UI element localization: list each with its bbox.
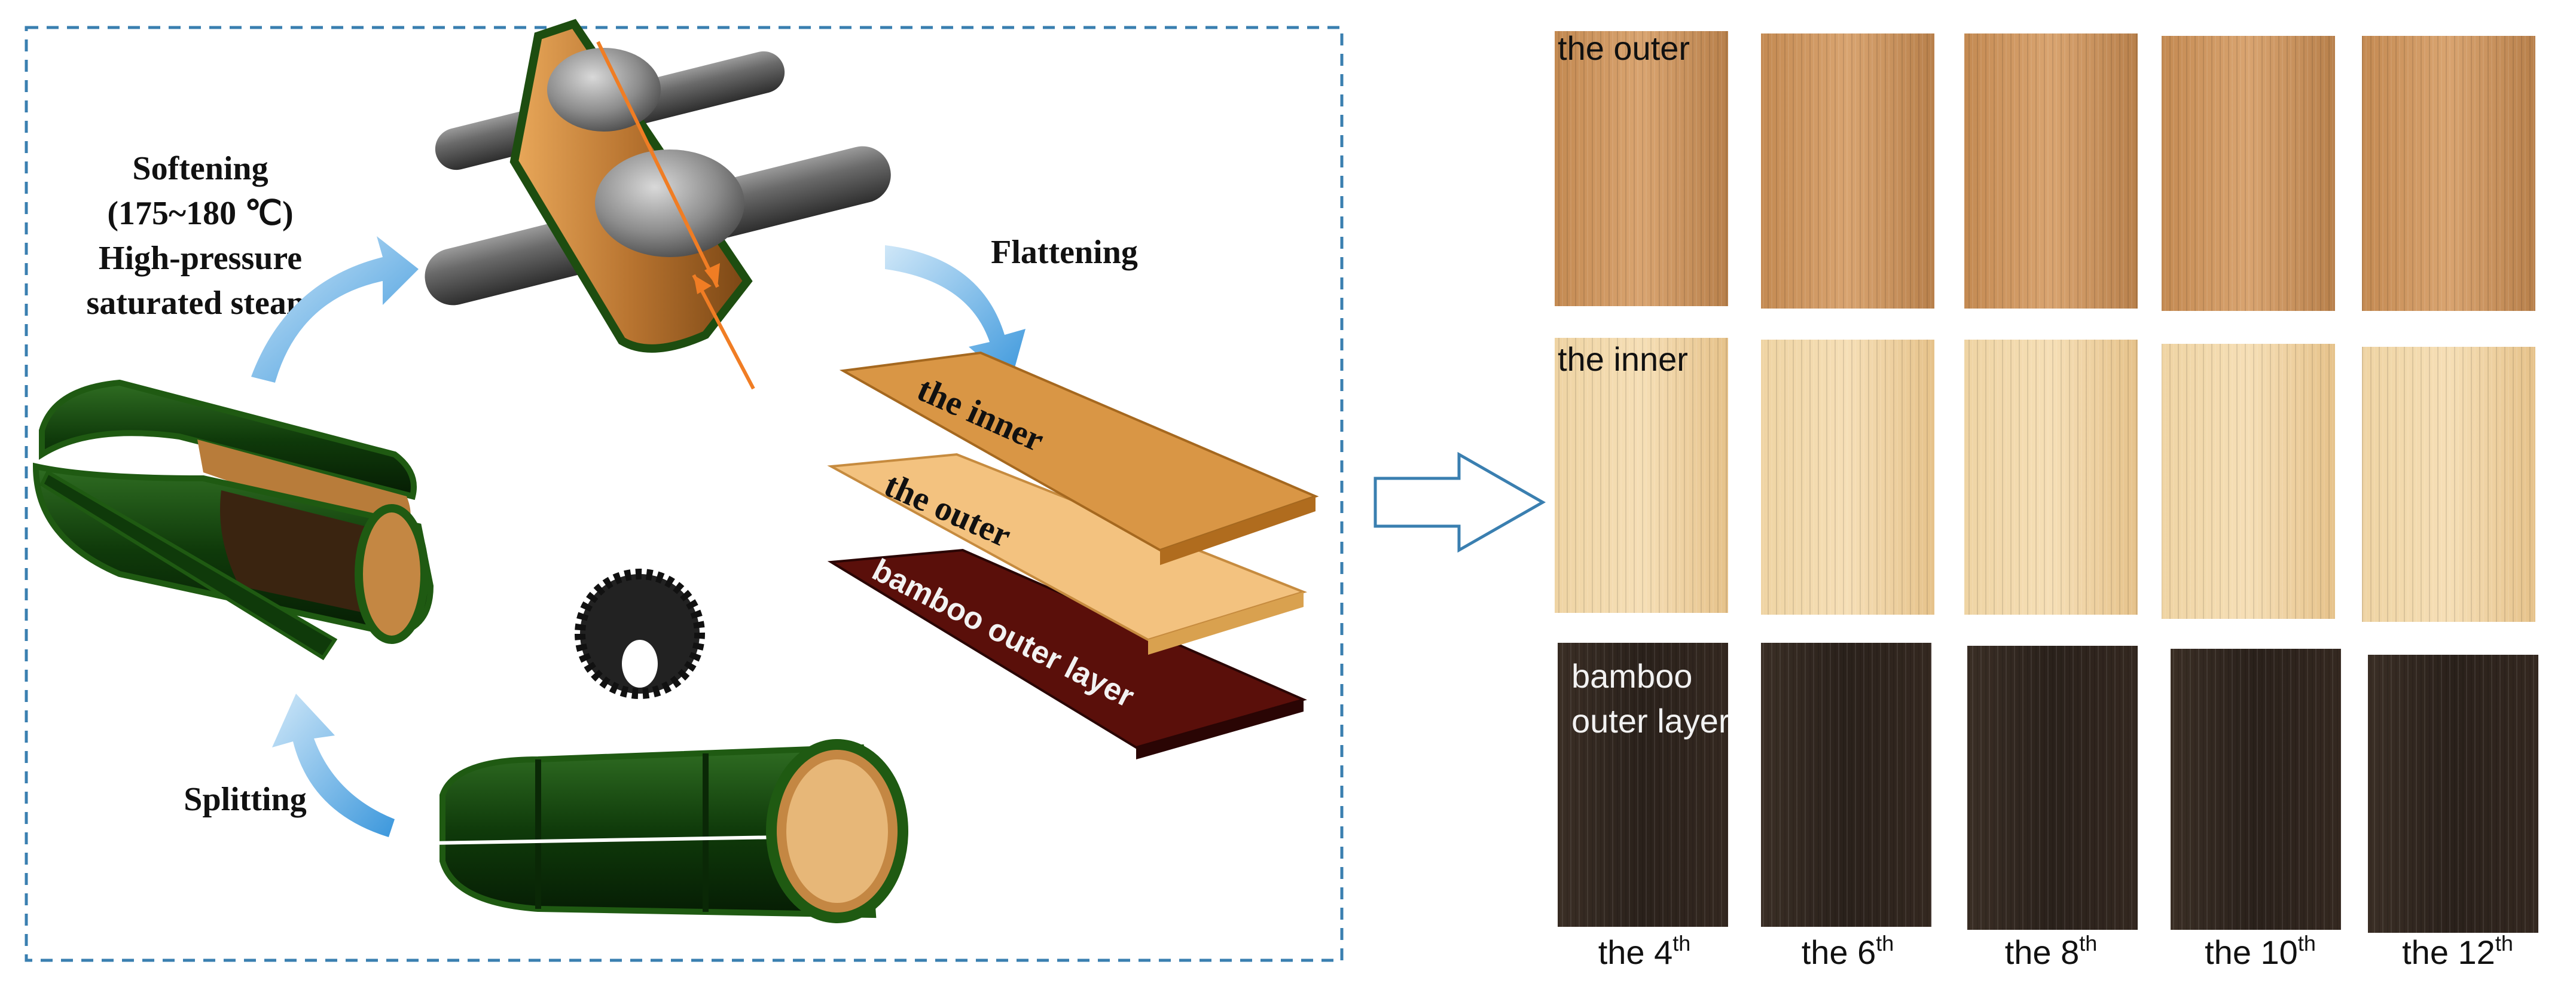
column-label-4th-number: the 4 [1598, 933, 1673, 971]
sample-inner-10th-grain [2162, 344, 2335, 619]
bamboo-tube-cutting [430, 569, 908, 923]
column-label-6th-number: the 6 [1802, 933, 1876, 971]
column-label-10th-number: the 10 [2205, 933, 2298, 971]
bamboo-tube-hollow [786, 759, 888, 903]
saw-blade-icon [575, 569, 706, 699]
column-label-4th: the 4th [1598, 931, 1691, 971]
row-label-inner: the inner [1558, 340, 1688, 378]
flattening-arrow-icon [885, 245, 1025, 383]
motion-arrow-down [596, 41, 719, 288]
sample-bamboo-4th-grain [1558, 643, 1728, 927]
sample-outer-10th-grain [2162, 36, 2335, 311]
row-label-bamboo-line2: outer layer [1571, 702, 1730, 740]
sample-inner-4th-grain [1555, 338, 1728, 613]
column-label-10th: the 10th [2205, 931, 2316, 971]
roller-press [425, 19, 891, 390]
column-label-10th-suffix: th [2298, 931, 2316, 956]
sample-bamboo-12th-grain [2368, 655, 2538, 933]
softening-temperature: (175~180 ℃) [107, 195, 293, 232]
column-label-6th: the 6th [1802, 931, 1894, 971]
sample-bamboo-6th-grain [1761, 643, 1931, 927]
sample-bamboo-10th-grain [2171, 649, 2341, 930]
split-bamboo-cut-face [355, 504, 429, 644]
pressing-ball-lower [595, 149, 744, 257]
layer-outer-edge [1148, 592, 1304, 655]
splitting-label: Splitting [184, 781, 306, 818]
sample-grid: the outer the inner bamboo outer layer t… [1555, 29, 2538, 971]
softening-title: Softening [132, 150, 268, 187]
column-label-12th-suffix: th [2495, 931, 2513, 956]
column-label-12th-number: the 12 [2402, 933, 2495, 971]
sample-inner-8th-grain [1964, 340, 2138, 615]
layer-bamboo-outer-edge [1136, 700, 1304, 759]
split-bamboo-sliver [39, 469, 338, 661]
sample-outer-6th-grain [1761, 33, 1934, 309]
flattening-label: Flattening [991, 234, 1138, 271]
split-bamboo [32, 379, 434, 661]
softening-arrow-icon [251, 236, 419, 383]
motion-arrow-up-head [694, 275, 712, 294]
split-bamboo-upper-half [39, 379, 417, 500]
flattened-layers: bamboo outer layer the outer the inner [827, 351, 1319, 759]
column-label-4th-suffix: th [1672, 931, 1690, 956]
sample-inner-12th-grain [2362, 347, 2535, 622]
splitting-arrow-icon [272, 694, 395, 837]
column-label-8th: the 8th [2005, 931, 2098, 971]
column-label-12th: the 12th [2402, 931, 2513, 971]
sample-bamboo-8th-grain [1967, 646, 2138, 930]
row-label-bamboo-line1: bamboo [1571, 657, 1692, 695]
sample-inner-6th-grain [1761, 340, 1934, 615]
column-label-8th-number: the 8 [2005, 933, 2080, 971]
sample-outer-4th-grain [1555, 31, 1728, 306]
process-panel-border [25, 26, 1344, 962]
motion-arrow-up [692, 274, 755, 390]
result-arrow-icon [1374, 451, 1546, 553]
softening-steam: saturated steam [86, 285, 314, 322]
sample-outer-8th-grain [1964, 33, 2138, 309]
layer-inner-edge [1160, 496, 1316, 565]
row-label-outer: the outer [1558, 29, 1690, 67]
softening-pressure: High-pressure [99, 240, 302, 277]
column-label-6th-suffix: th [1876, 931, 1894, 956]
pressing-ball-upper [547, 48, 661, 132]
column-label-8th-suffix: th [2079, 931, 2097, 956]
sample-outer-12th-grain [2362, 36, 2535, 311]
saw-blade-hub [622, 640, 658, 688]
softening-label: Softening (175~180 ℃) High-pressure satu… [86, 150, 314, 322]
motion-arrow-down-head [704, 263, 720, 287]
